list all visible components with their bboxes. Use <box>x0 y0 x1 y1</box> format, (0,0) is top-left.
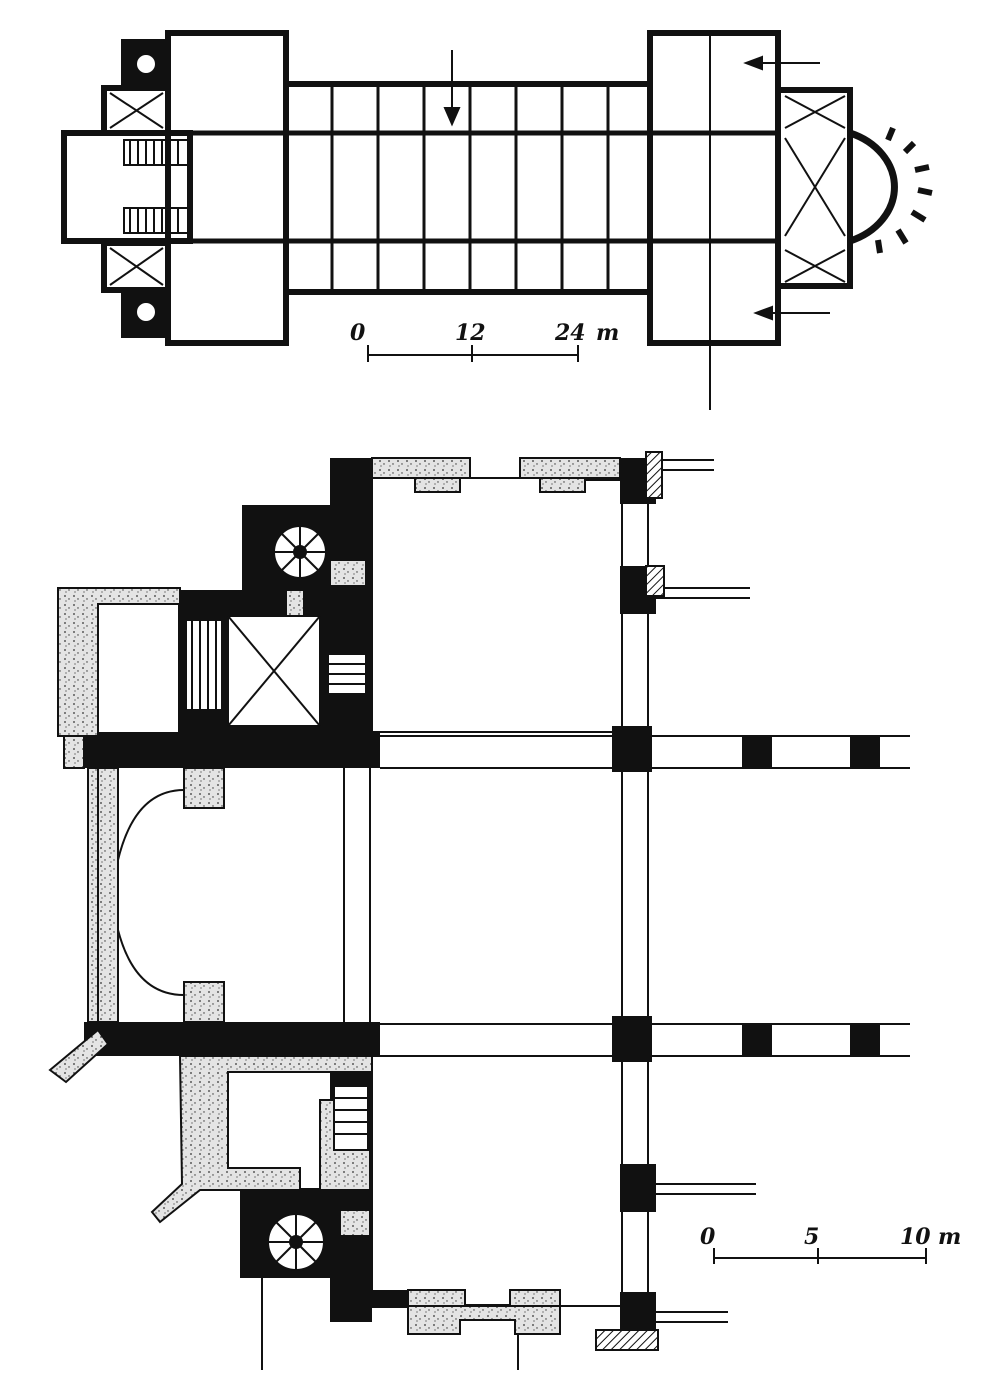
nave <box>283 81 653 295</box>
turret-stair-north-mark <box>137 55 155 73</box>
turret-stair-south-mark <box>137 303 155 321</box>
spiral-staircases <box>267 525 327 1271</box>
transept <box>647 30 781 346</box>
solid-masonry <box>84 458 880 1334</box>
apse-buttresses <box>875 126 933 254</box>
bottom-scale-unit: m <box>938 1224 961 1250</box>
top-scale-tick-24: 24 <box>554 320 586 346</box>
apse <box>848 129 898 245</box>
narthex-steps <box>123 139 189 234</box>
tower-vault <box>227 615 321 727</box>
top-scale-unit: m <box>596 320 619 346</box>
top-scale-tick-12: 12 <box>455 320 486 346</box>
top-plan <box>61 30 933 410</box>
west-chapel-vault-lines <box>109 92 164 286</box>
section-arrows <box>443 50 830 321</box>
choir <box>775 87 853 289</box>
choir-vault-lines <box>784 95 846 283</box>
west-narthex <box>61 130 193 244</box>
hatched-masonry <box>595 451 665 1351</box>
bottom-scale-tick-10: 10 <box>900 1224 931 1250</box>
wall-outlines <box>97 459 910 1370</box>
top-scale-bar <box>367 345 579 362</box>
bottom-scale-tick-5: 5 <box>804 1224 819 1250</box>
bottom-scale-bar <box>713 1248 927 1264</box>
stippled-masonry <box>48 457 621 1335</box>
bottom-plan <box>48 451 927 1370</box>
bottom-scale-tick-0: 0 <box>700 1224 716 1250</box>
top-scale-tick-0: 0 <box>350 320 366 346</box>
west-tower-block <box>165 30 289 346</box>
nave-bays <box>330 84 610 292</box>
tower-steps <box>185 619 369 1151</box>
